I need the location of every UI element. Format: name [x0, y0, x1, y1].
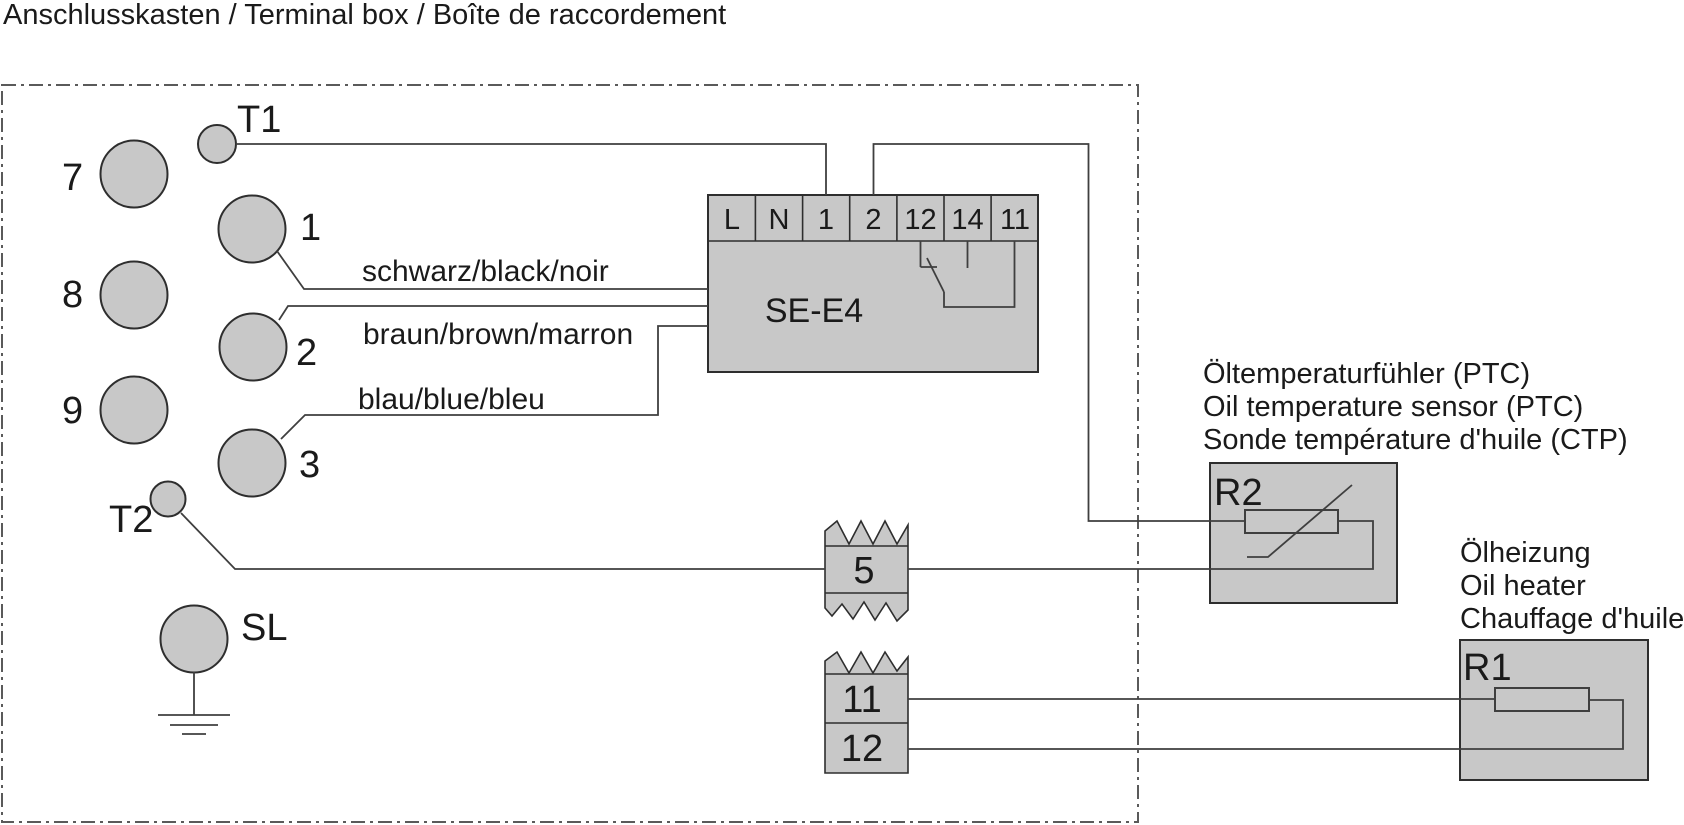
- wire-splice-12-to-r1: [908, 699, 1624, 750]
- gland-1-circle: [217, 194, 287, 264]
- gland-9-label: 9: [62, 390, 83, 432]
- gland-1-label: 1: [300, 207, 321, 249]
- gland-7-circle: [99, 139, 169, 209]
- gland-t2-circle: [149, 480, 187, 518]
- sensor-caption: Öltemperaturfühler (PTC) Oil temperature…: [1203, 358, 1628, 456]
- sensor-caption-de: Öltemperaturfühler (PTC): [1203, 358, 1530, 390]
- oil-heater-r1: R1: [1459, 639, 1649, 781]
- splice-terminal-5: 5: [824, 519, 909, 623]
- wire-t1-to-terminal-1: [236, 143, 827, 195]
- heater-resistor-symbol: [1494, 687, 1590, 712]
- heater-caption-fr: Chauffage d'huile: [1460, 603, 1684, 635]
- gland-t2-label: T2: [109, 499, 153, 541]
- wires: [180, 143, 1624, 750]
- terminal-box-boundary: [1, 84, 1139, 823]
- cable-glands: 7 8 9 T1 1 2 3 T2 SL: [62, 99, 321, 674]
- terminal-11: 11: [1000, 204, 1030, 236]
- se-e4-controller: L N 1 2 12 14 11 SE-E4: [707, 194, 1039, 373]
- terminal-L: L: [724, 204, 740, 236]
- se-e4-label: SE-E4: [765, 292, 863, 330]
- gland-t1-label: T1: [237, 99, 281, 141]
- wire-label-brown: braun/brown/marron: [363, 318, 633, 351]
- gland-7-label: 7: [62, 157, 83, 199]
- sensor-caption-en: Oil temperature sensor (PTC): [1203, 391, 1583, 423]
- ptc-resistor-symbol: [1244, 484, 1353, 558]
- gland-8-circle: [99, 260, 169, 330]
- splice-12-label: 12: [841, 728, 883, 770]
- terminal-1: 1: [818, 204, 834, 236]
- wire-splice-5-to-r2: [908, 520, 1374, 570]
- relay-contact-symbol: [919, 241, 1016, 308]
- gland-8-label: 8: [62, 274, 83, 316]
- relay-blade: [926, 257, 945, 293]
- splice-5-label: 5: [853, 550, 874, 592]
- relay-contact-11-lead: [943, 241, 1016, 308]
- splice-terminal-11-12: 11 12: [824, 650, 909, 774]
- earth-ground-icon: [158, 672, 230, 735]
- terminal-12: 12: [904, 204, 936, 236]
- gland-t1-circle: [197, 124, 237, 164]
- sensor-caption-fr: Sonde température d'huile (CTP): [1203, 424, 1628, 456]
- heater-caption: Ölheizung Oil heater Chauffage d'huile: [1460, 537, 1684, 635]
- gland-9-circle: [99, 375, 169, 445]
- gland-3-label: 3: [299, 444, 320, 486]
- terminal-14: 14: [951, 204, 983, 236]
- ptc-diagonal-stroke: [1247, 484, 1353, 558]
- splice-11-12-block: [824, 650, 909, 774]
- gland-2-circle: [218, 312, 288, 382]
- r2-resistor-body: [1244, 509, 1339, 534]
- wire-label-black: schwarz/black/noir: [362, 255, 609, 288]
- wire-brown-gland-2-to-se-e4: [278, 305, 708, 321]
- wire-blue-gland-3-to-se-e4: [280, 325, 708, 440]
- heater-caption-de: Ölheizung: [1460, 537, 1591, 569]
- gland-sl-label: SL: [241, 607, 287, 649]
- r1-resistor-body: [1494, 687, 1590, 712]
- wire-label-blue: blau/blue/bleu: [358, 383, 545, 416]
- r2-label: R2: [1214, 472, 1263, 514]
- terminal-2: 2: [865, 204, 881, 236]
- wire-black-gland-1-to-se-e4: [276, 250, 708, 290]
- wire-terminal-2-to-r2: [872, 143, 1245, 522]
- gland-3-circle: [217, 428, 287, 498]
- wire-t2-to-splice-5: [180, 512, 825, 570]
- page-title: Anschlusskasten / Terminal box / Boîte d…: [3, 0, 726, 31]
- splice-11-label: 11: [842, 679, 881, 721]
- heater-caption-en: Oil heater: [1460, 570, 1586, 602]
- terminal-N: N: [769, 204, 790, 236]
- gland-sl-circle: [159, 604, 229, 674]
- relay-contact-12-lead: [919, 241, 937, 268]
- gland-2-label: 2: [296, 332, 317, 374]
- r1-label: R1: [1463, 647, 1512, 689]
